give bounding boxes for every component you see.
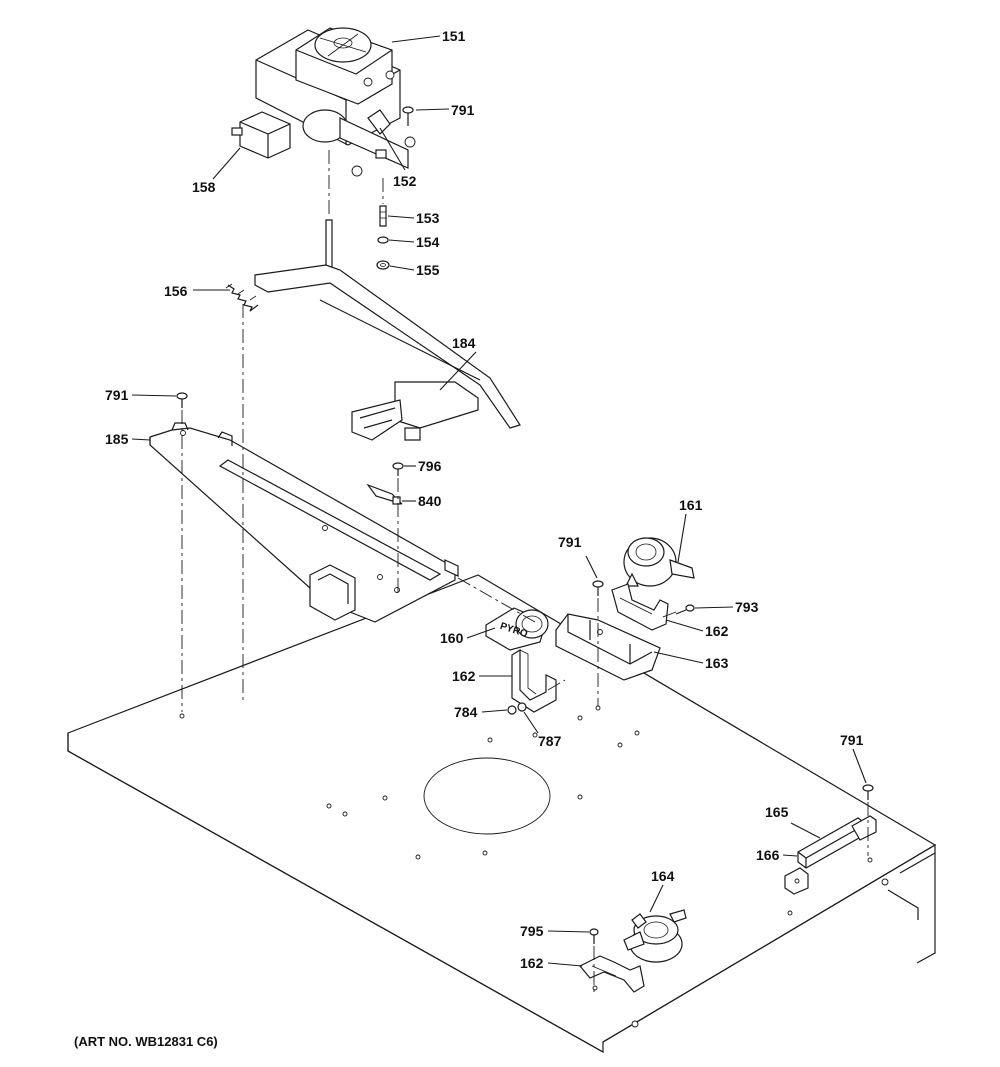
callout-158: 158: [192, 179, 216, 195]
callout-791-bracket163: 791: [558, 534, 582, 550]
thermostat-160: PYRO: [485, 607, 549, 651]
callout-160: 160: [440, 630, 464, 646]
bracket-163: [555, 613, 661, 681]
screw-791c: [592, 580, 604, 596]
center-opening: [423, 757, 551, 835]
callout-784: 784: [454, 704, 478, 720]
callout-793: 793: [735, 599, 759, 615]
callout-161: 161: [679, 497, 703, 513]
spring-156: [225, 283, 259, 312]
callout-155: 155: [416, 262, 440, 278]
callout-840: 840: [418, 493, 442, 509]
timer-motor-assembly: [255, 27, 416, 177]
callout-184: 184: [452, 335, 476, 351]
screw-791b: [176, 392, 188, 408]
lock-bracket-185: [149, 422, 459, 623]
callout-162-middle: 162: [452, 668, 476, 684]
callout-152: 152: [393, 173, 417, 189]
callout-162-upper: 162: [705, 623, 729, 639]
switch-158: [231, 111, 291, 159]
screw-793: [675, 604, 695, 615]
callout-791-right: 791: [840, 732, 864, 748]
clip-162b: [511, 648, 557, 713]
callout-153: 153: [416, 210, 440, 226]
thermostat-161: [623, 537, 695, 587]
callout-791-timer: 791: [451, 102, 475, 118]
callout-166: 166: [756, 847, 780, 863]
callout-165: 165: [765, 804, 789, 820]
clip-162a: [611, 583, 669, 631]
callout-164: 164: [651, 868, 675, 884]
callout-154: 154: [416, 234, 440, 250]
bracket-165: [784, 815, 877, 895]
leader-lines: [131, 35, 867, 967]
callout-185: 185: [105, 431, 129, 447]
stud-153: [379, 205, 387, 227]
callout-795: 795: [520, 923, 544, 939]
art-number: (ART NO. WB12831 C6): [74, 1034, 218, 1049]
clip-162c: [579, 955, 645, 993]
callout-156: 156: [164, 283, 188, 299]
nut-155: [376, 260, 390, 270]
clip-840: [366, 483, 403, 505]
panel-holes: [179, 705, 873, 991]
callout-163: 163: [705, 655, 729, 671]
screw-795: [589, 928, 599, 944]
thermostat-164: [623, 909, 687, 963]
base-panel: [67, 574, 937, 1054]
screw-791d: [862, 784, 874, 800]
screw-791a: [402, 106, 414, 126]
callout-787: 787: [538, 733, 562, 749]
washers-784-787: [507, 702, 527, 715]
screw-796: [392, 462, 404, 476]
callout-labels: 151 791 152 158 153 154 155 156 184 791 …: [105, 28, 864, 971]
callout-162-lower: 162: [520, 955, 544, 971]
washer-154: [377, 236, 389, 244]
center-lines: [181, 150, 869, 992]
callout-151: 151: [442, 28, 466, 44]
latch-link-184: [254, 219, 521, 441]
callout-791-bracket: 791: [105, 387, 129, 403]
callout-796: 796: [418, 458, 442, 474]
